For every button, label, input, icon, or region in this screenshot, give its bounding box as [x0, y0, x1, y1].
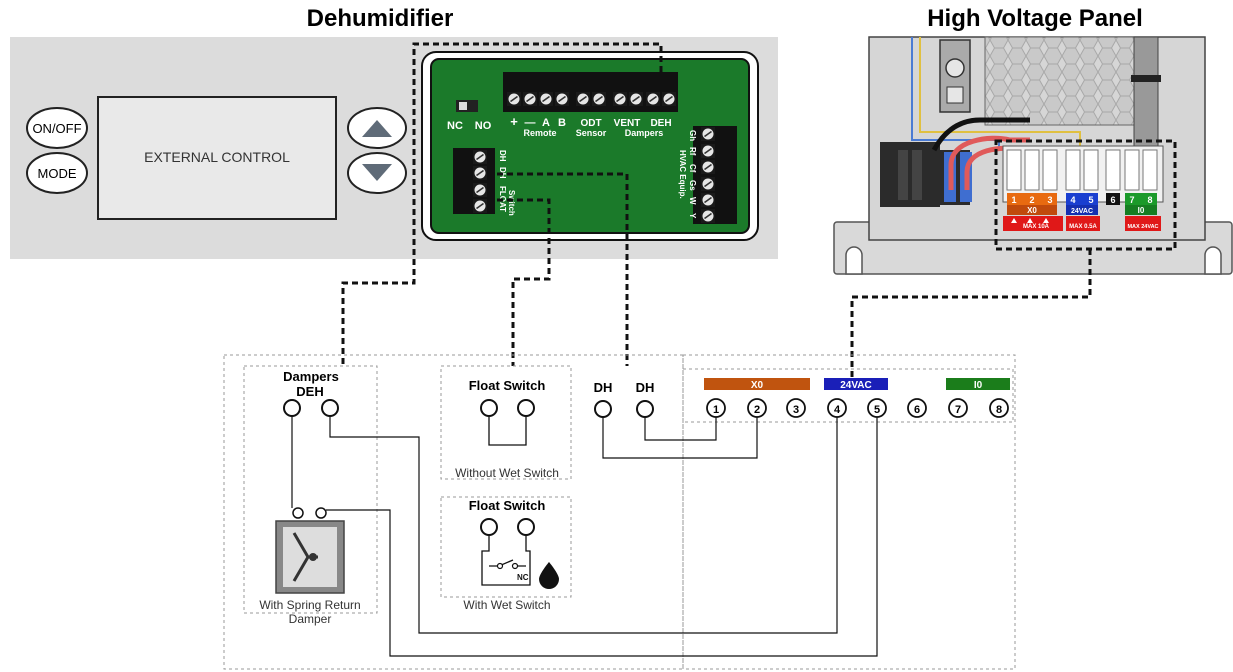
w-label: W	[688, 197, 697, 205]
x0-group-bar	[704, 378, 810, 390]
cf-label: Cf	[688, 164, 697, 173]
no-label: NO	[475, 120, 492, 132]
damper-caption-1: With Spring Return	[259, 598, 360, 612]
mode-button[interactable]: MODE	[26, 152, 88, 194]
remote-minus-label: —	[525, 117, 536, 129]
with-wet-switch-caption: With Wet Switch	[463, 598, 550, 612]
dehumidifier-title: Dehumidifier	[307, 5, 454, 32]
float-terminal-1	[480, 399, 498, 417]
deh-terminal-1	[283, 399, 301, 417]
float-terminal-2	[517, 399, 535, 417]
up-button[interactable]	[347, 107, 407, 149]
rf-label: Rf	[688, 147, 697, 156]
24vac-bar-label: 24VAC	[840, 380, 872, 391]
wires	[291, 416, 878, 657]
hv-24vac-warning: MAX 0.5A	[1069, 224, 1097, 230]
wiring-boxes	[223, 354, 1016, 670]
hv-terminal-6: 6	[1110, 195, 1115, 205]
vent-label: VENT	[614, 118, 641, 129]
nc-label: NC	[447, 120, 463, 132]
on-off-button[interactable]: ON/OFF	[26, 107, 88, 149]
nc-no-switch[interactable]	[456, 100, 478, 112]
hv-panel: 1 2 3 4 5 6 7 8 X0 24VAC I0 MAX 10A MAX …	[833, 36, 1233, 275]
up-arrow-icon	[362, 120, 392, 137]
hvac-equip-label: HVAC Equip.	[678, 150, 687, 199]
io-bar-label: I0	[974, 380, 983, 391]
remote-a-label: A	[542, 117, 550, 129]
hv-terminal-2: 2	[1029, 195, 1034, 205]
down-arrow-icon	[362, 164, 392, 181]
y-label: Y	[688, 213, 697, 219]
spring-return-damper-icon	[275, 507, 345, 594]
float-jumper-wire	[488, 416, 527, 446]
callout-dashes	[341, 42, 1177, 378]
hv-terminal-7: 7	[1129, 195, 1134, 205]
deh-terminal-2	[321, 399, 339, 417]
x0-bar-label: X0	[751, 380, 764, 391]
sensor-group-label: Sensor	[576, 128, 607, 138]
24vac-group-bar	[824, 378, 888, 390]
damper-caption-2: Damper	[289, 612, 332, 626]
svg-text:MODE: MODE	[38, 166, 77, 181]
terminal-7: 7	[955, 404, 961, 416]
down-button[interactable]	[347, 152, 407, 194]
deh-title: DEH	[296, 384, 323, 399]
dh-title-1: DH	[594, 380, 613, 395]
terminal-8: 8	[996, 404, 1002, 416]
water-drop-icon	[539, 562, 559, 589]
wet-float-terminal-1	[480, 518, 498, 536]
wet-float-terminal-2	[517, 518, 535, 536]
warning-icon	[1011, 218, 1049, 223]
gs-label: Gs	[688, 180, 697, 191]
hv-terminal-4: 4	[1070, 195, 1075, 205]
remote-b-label: B	[558, 117, 566, 129]
without-wet-switch-caption: Without Wet Switch	[455, 466, 559, 480]
hv-terminal-1: 1	[1011, 195, 1016, 205]
terminal-1: 1	[713, 404, 719, 416]
float-switch-title-1: Float Switch	[469, 378, 546, 393]
hv-24vac-label: 24VAC	[1071, 208, 1093, 215]
dampers-title: Dampers	[283, 369, 339, 384]
gh-label: Gh	[688, 130, 697, 141]
hv-x0-warning: MAX 10A	[1023, 224, 1050, 230]
dh-label-1: DH	[498, 150, 507, 162]
terminal-3: 3	[793, 404, 799, 416]
dh-title-2: DH	[636, 380, 655, 395]
terminal-2: 2	[754, 404, 760, 416]
deh-label: DEH	[650, 118, 671, 129]
odt-label: ODT	[580, 118, 601, 129]
right-terminal-block	[693, 126, 737, 224]
hv-x0-label: X0	[1027, 206, 1037, 215]
io-group-bar	[946, 378, 1010, 390]
terminal-5: 5	[874, 404, 880, 416]
dampers-group-label: Dampers	[625, 128, 664, 138]
hv-panel-title: High Voltage Panel	[927, 5, 1143, 32]
hv-io-label: I0	[1138, 206, 1145, 215]
nc-wet-label: NC	[517, 573, 529, 582]
hv-terminal-8: 8	[1147, 195, 1152, 205]
switch-label: Switch	[507, 190, 516, 216]
hv-io-warning: MAX 24VAC	[1127, 224, 1158, 230]
svg-text:EXTERNAL CONTROL: EXTERNAL CONTROL	[144, 149, 290, 165]
control-board: NC NO + — A B ODT VENT DEH Remote Sensor…	[421, 51, 759, 241]
svg-text:ON/OFF: ON/OFF	[32, 121, 81, 136]
wet-switch-icon	[481, 535, 531, 586]
top-terminal-block	[503, 72, 678, 112]
external-control-display: EXTERNAL CONTROL	[97, 96, 337, 220]
numbered-terminals: 1 2 3 4 5 6 7 8	[706, 398, 1009, 418]
hv-terminal-5: 5	[1088, 195, 1093, 205]
float-switch-title-2: Float Switch	[469, 498, 546, 513]
dh-terminal-1	[594, 400, 612, 418]
left-terminal-block	[453, 148, 495, 214]
terminal-6: 6	[914, 404, 920, 416]
hv-terminal-3: 3	[1047, 195, 1052, 205]
terminal-4: 4	[834, 404, 841, 416]
remote-plus-label: +	[510, 114, 518, 129]
dh-terminal-2	[636, 400, 654, 418]
remote-group-label: Remote	[523, 128, 556, 138]
